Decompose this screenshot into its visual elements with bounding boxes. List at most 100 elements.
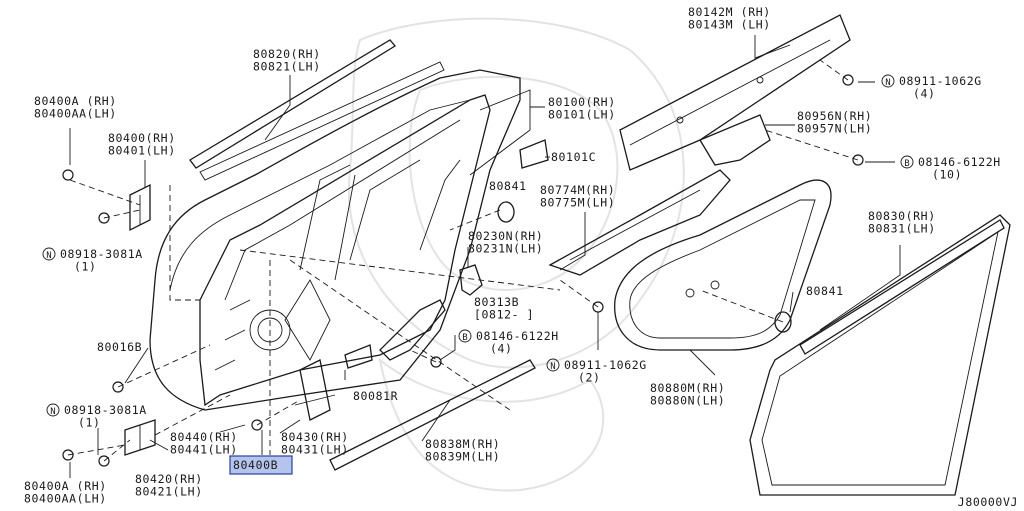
part-label-line: 80101(LH)	[548, 108, 616, 122]
part-label-line: 80841	[489, 179, 527, 193]
part-label-line: 80400AA(LH)	[34, 107, 117, 121]
part-label-line: 80231N(LH)	[468, 242, 543, 256]
part-label-line: (4)	[913, 87, 936, 101]
part-label-line: 08918-3081A	[64, 403, 147, 417]
nut-symbol-icon	[546, 358, 560, 372]
part-label-line: 80313B	[474, 295, 519, 309]
leader-lines	[69, 35, 901, 478]
door-guard-beam	[548, 169, 731, 276]
part-label-line: 80430(RH)	[281, 430, 349, 444]
symbol-letter: N	[50, 407, 55, 417]
hinge-upper	[129, 183, 151, 232]
part-label-line: 08911-1062G	[564, 358, 647, 372]
part-label-line: [0812- ]	[474, 308, 534, 322]
alignment-lines	[67, 59, 859, 462]
part-label-80142m: 80142M (RH)80143M (LH)	[688, 5, 771, 32]
part-label-80100: 80100(RH)80101(LH)	[548, 95, 616, 122]
part-label-08918b: N 08918-3081A(1)	[46, 403, 147, 430]
part-label-line: 80400B	[233, 458, 278, 472]
bolt-symbol-icon	[900, 155, 914, 169]
door-check-link	[379, 264, 483, 361]
door-outer-panel	[149, 69, 521, 411]
symbol-letter: N	[885, 78, 890, 88]
symbol-letter: B	[904, 159, 909, 169]
bolt-symbol-icon	[458, 329, 472, 343]
part-label-line: 80421(LH)	[135, 485, 203, 499]
part-label-line: 80956N(RH)	[797, 109, 872, 123]
nut-symbol-icon	[42, 247, 56, 261]
part-label-line: 80775M(LH)	[540, 196, 615, 210]
part-label-line: 80820(RH)	[253, 47, 321, 61]
part-label-80400a-bot: 80400A (RH)80400AA(LH)	[24, 479, 107, 506]
part-label-80101c: 80101C	[551, 150, 596, 164]
part-label-line: 80400A (RH)	[34, 94, 117, 108]
part-label-line: 08911-1062G	[899, 74, 982, 88]
nut-symbol-icon	[881, 74, 895, 88]
part-label-line: 80081R	[353, 389, 398, 403]
inside-handle	[344, 344, 373, 369]
part-label-80400a-top: 80400A (RH)80400AA(LH)	[34, 94, 117, 121]
part-label-line: 80142M (RH)	[688, 5, 771, 19]
part-label-80956n: 80956N(RH)80957N(LH)	[797, 109, 872, 136]
part-label-80420: 80420(RH)80421(LH)	[135, 472, 203, 499]
part-label-80880m: 80880M(RH)80880N(LH)	[650, 381, 725, 408]
part-label-line: (2)	[578, 371, 601, 385]
part-label-line: (1)	[78, 416, 101, 430]
part-label-80081r: 80081R	[353, 389, 398, 403]
part-label-80841a: 80841	[489, 179, 527, 193]
part-label-line: 08918-3081A	[60, 247, 143, 261]
part-label-80230n: 80230N(RH)80231N(LH)	[468, 229, 543, 256]
sill-molding	[329, 359, 536, 471]
part-label-line: 80143M (LH)	[688, 18, 771, 32]
part-label-line: 80016B	[97, 340, 142, 354]
part-label-80838m: 80838M(RH)80839M(LH)	[425, 437, 500, 464]
part-label-80774m: 80774M(RH)80775M(LH)	[540, 183, 615, 210]
part-label-line: 80880N(LH)	[650, 394, 725, 408]
part-label-80016b: 80016B	[97, 340, 142, 354]
part-label-line: 80101C	[551, 150, 596, 164]
part-label-line: 08146-6122H	[918, 155, 1001, 169]
plug-lower	[774, 311, 792, 333]
lock-assembly	[294, 359, 336, 421]
symbol-letter: N	[550, 362, 555, 372]
diagram-code: J80000VJ	[958, 495, 1018, 509]
part-label-line: (10)	[932, 168, 962, 182]
part-label-line: 80400AA(LH)	[24, 492, 107, 506]
part-label-line: 80401(LH)	[108, 144, 176, 158]
hinge-bracket-upper	[699, 114, 771, 166]
door-weatherstrip	[614, 179, 832, 351]
part-label-80400: 80400(RH)80401(LH)	[108, 131, 176, 158]
symbol-letter: B	[462, 333, 467, 343]
part-label-line: (4)	[490, 342, 513, 356]
reinforcement-bar	[619, 14, 851, 171]
hinge-lower	[124, 419, 156, 456]
part-label-80830: 80830(RH)80831(LH)	[868, 209, 936, 236]
part-label-80400b: 80400B	[229, 455, 293, 475]
part-label-line: 80841	[806, 284, 844, 298]
body-side-weatherstrip	[749, 214, 1011, 496]
part-label-80430: 80430(RH)80431(LH)	[281, 430, 349, 457]
part-label-line: 80400(RH)	[108, 131, 176, 145]
door-inner-frame	[199, 94, 491, 407]
part-label-line: 80431(LH)	[281, 443, 349, 457]
part-label-line: 08146-6122H	[476, 329, 559, 343]
part-label-line: 80400A (RH)	[24, 479, 107, 493]
plug-upper	[497, 201, 515, 223]
highlight-box	[229, 455, 293, 475]
part-label-08146a: B 08146-6122H(10)	[900, 155, 1001, 182]
part-label-line: 80774M(RH)	[540, 183, 615, 197]
part-label-line: 80957N(LH)	[797, 122, 872, 136]
symbol-letter: N	[46, 251, 51, 261]
part-label-08911b: N 08911-1062G(2)	[546, 358, 647, 385]
part-label-line: 80420(RH)	[135, 472, 203, 486]
nut-symbol-icon	[46, 403, 60, 417]
part-label-line: 80821(LH)	[253, 60, 321, 74]
part-label-80440: 80440(RH)80441(LH)	[170, 430, 238, 457]
door-sash-molding	[189, 39, 445, 181]
part-label-line: 80100(RH)	[548, 95, 616, 109]
part-label-line: 80441(LH)	[170, 443, 238, 457]
part-label-line: 80830(RH)	[868, 209, 936, 223]
